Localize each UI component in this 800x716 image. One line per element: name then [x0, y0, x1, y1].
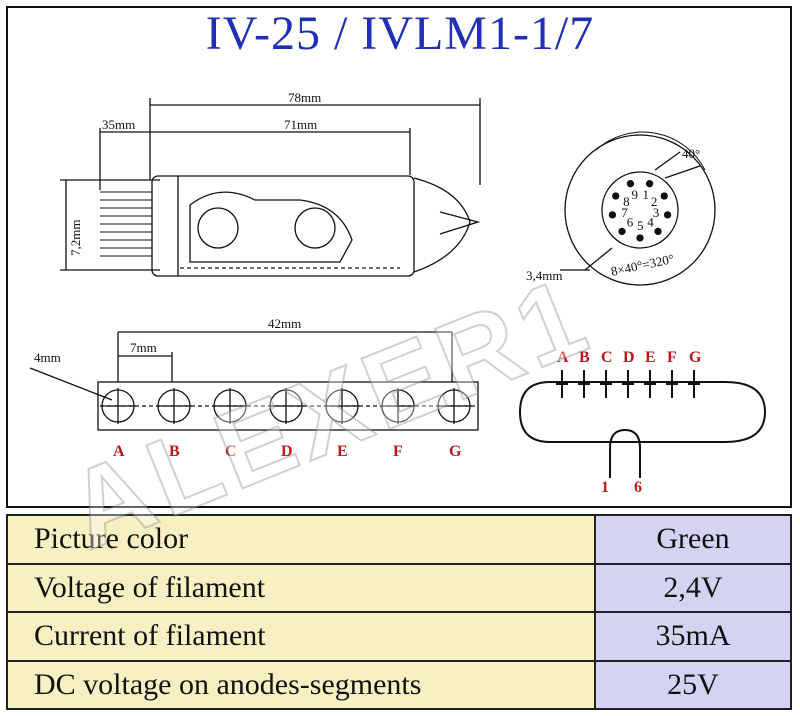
segment-label-e: E — [337, 443, 348, 460]
spec-value-filament-voltage: 2,4V — [594, 562, 792, 613]
base-pin-8: 8 — [612, 192, 630, 209]
base-pin-number-9: 9 — [632, 187, 639, 202]
pin-base-view — [560, 131, 716, 286]
segment-circle-b — [156, 388, 192, 424]
base-pin-2: 2 — [651, 192, 668, 209]
schematic-label-c: C — [601, 349, 613, 366]
spec-row: Current of filament 35mA — [6, 611, 792, 662]
spec-label-anode-voltage: DC voltage on anodes-segments — [6, 659, 596, 710]
dim-pin-length: 35mm — [102, 117, 135, 132]
segment-circles — [100, 388, 472, 424]
segment-label-b: B — [169, 443, 180, 460]
base-pin-number-7: 7 — [621, 205, 628, 220]
anode-lead-b: B — [578, 349, 590, 398]
spec-label-filament-voltage: Voltage of filament — [6, 562, 596, 613]
segment-label-a: A — [113, 443, 125, 460]
segment-circle-e — [324, 388, 360, 424]
dim-diameter: 7,2mm — [68, 220, 83, 256]
dim-segment-diameter: 4mm — [34, 350, 61, 365]
spec-row: Picture color Green — [6, 514, 792, 565]
dim-overall-length: 78mm — [288, 90, 321, 105]
schematic-label-a: A — [557, 349, 569, 366]
anode-lead-d: D — [622, 349, 635, 398]
base-pin-1: 1 — [642, 180, 654, 202]
dim-segment-span: 42mm — [268, 316, 301, 331]
schematic — [518, 381, 767, 478]
anode-lead-c: C — [600, 349, 613, 398]
base-pin-9: 9 — [626, 180, 639, 202]
base-pin-number-6: 6 — [627, 214, 634, 229]
segment-label-c: C — [225, 443, 237, 460]
base-pin-3: 3 — [653, 205, 672, 220]
segment-labels: A B C D E F G — [113, 443, 462, 460]
page-title: IV-25 / IVLM1-1/7 — [205, 7, 595, 60]
segment-circle-g — [436, 388, 472, 424]
schematic-label-b: B — [579, 349, 590, 366]
spec-value-anode-voltage: 25V — [594, 659, 792, 710]
spec-label-picture-color: Picture color — [6, 514, 596, 565]
segment-circle-d — [268, 388, 304, 424]
base-pin-number-3: 3 — [653, 205, 660, 220]
spec-label-filament-current: Current of filament — [6, 611, 596, 662]
base-pin-6: 6 — [618, 214, 634, 236]
segment-circle-f — [380, 388, 416, 424]
filament-pin-6: 6 — [634, 479, 642, 496]
dim-segment-pitch: 7mm — [130, 340, 157, 355]
filament-pin-1: 1 — [601, 479, 609, 496]
anode-lead-f: F — [666, 349, 678, 398]
base-pin-number-2: 2 — [651, 194, 658, 209]
base-pin-number-8: 8 — [623, 194, 630, 209]
schematic-label-d: D — [623, 349, 635, 366]
base-pin-7: 7 — [608, 205, 628, 220]
base-pin-number-4: 4 — [647, 214, 654, 229]
dim-pin-arc: 8×40°=320° — [610, 251, 676, 279]
tube-side-view — [60, 98, 481, 277]
anode-lead-a: A — [556, 349, 569, 398]
base-pin-5: 5 — [636, 218, 644, 242]
segment-label-g: G — [449, 443, 462, 460]
base-pin-number-5: 5 — [637, 218, 644, 233]
segment-label-f: F — [393, 443, 403, 460]
dim-bulb-length: 71mm — [284, 117, 317, 132]
schematic-label-f: F — [667, 349, 677, 366]
diagram-frame — [6, 6, 792, 508]
base-pin-number-1: 1 — [642, 187, 649, 202]
dim-pin-angle: 40° — [682, 146, 700, 161]
spec-row: DC voltage on anodes-segments 25V — [6, 659, 792, 710]
schematic-label-e: E — [645, 349, 656, 366]
segment-circle-c — [212, 388, 248, 424]
base-pin-4: 4 — [647, 214, 662, 236]
dim-pin-circle: 3,4mm — [526, 268, 562, 283]
spec-row: Voltage of filament 2,4V — [6, 562, 792, 613]
segment-label-d: D — [281, 443, 293, 460]
segment-circle-a — [100, 388, 136, 424]
anode-lead-g: G — [688, 349, 702, 398]
spec-value-filament-current: 35mA — [594, 611, 792, 662]
spec-value-picture-color: Green — [594, 514, 792, 565]
spec-table: Picture color Green Voltage of filament … — [6, 514, 792, 710]
schematic-label-g: G — [689, 349, 702, 366]
anode-lead-e: E — [644, 349, 656, 398]
